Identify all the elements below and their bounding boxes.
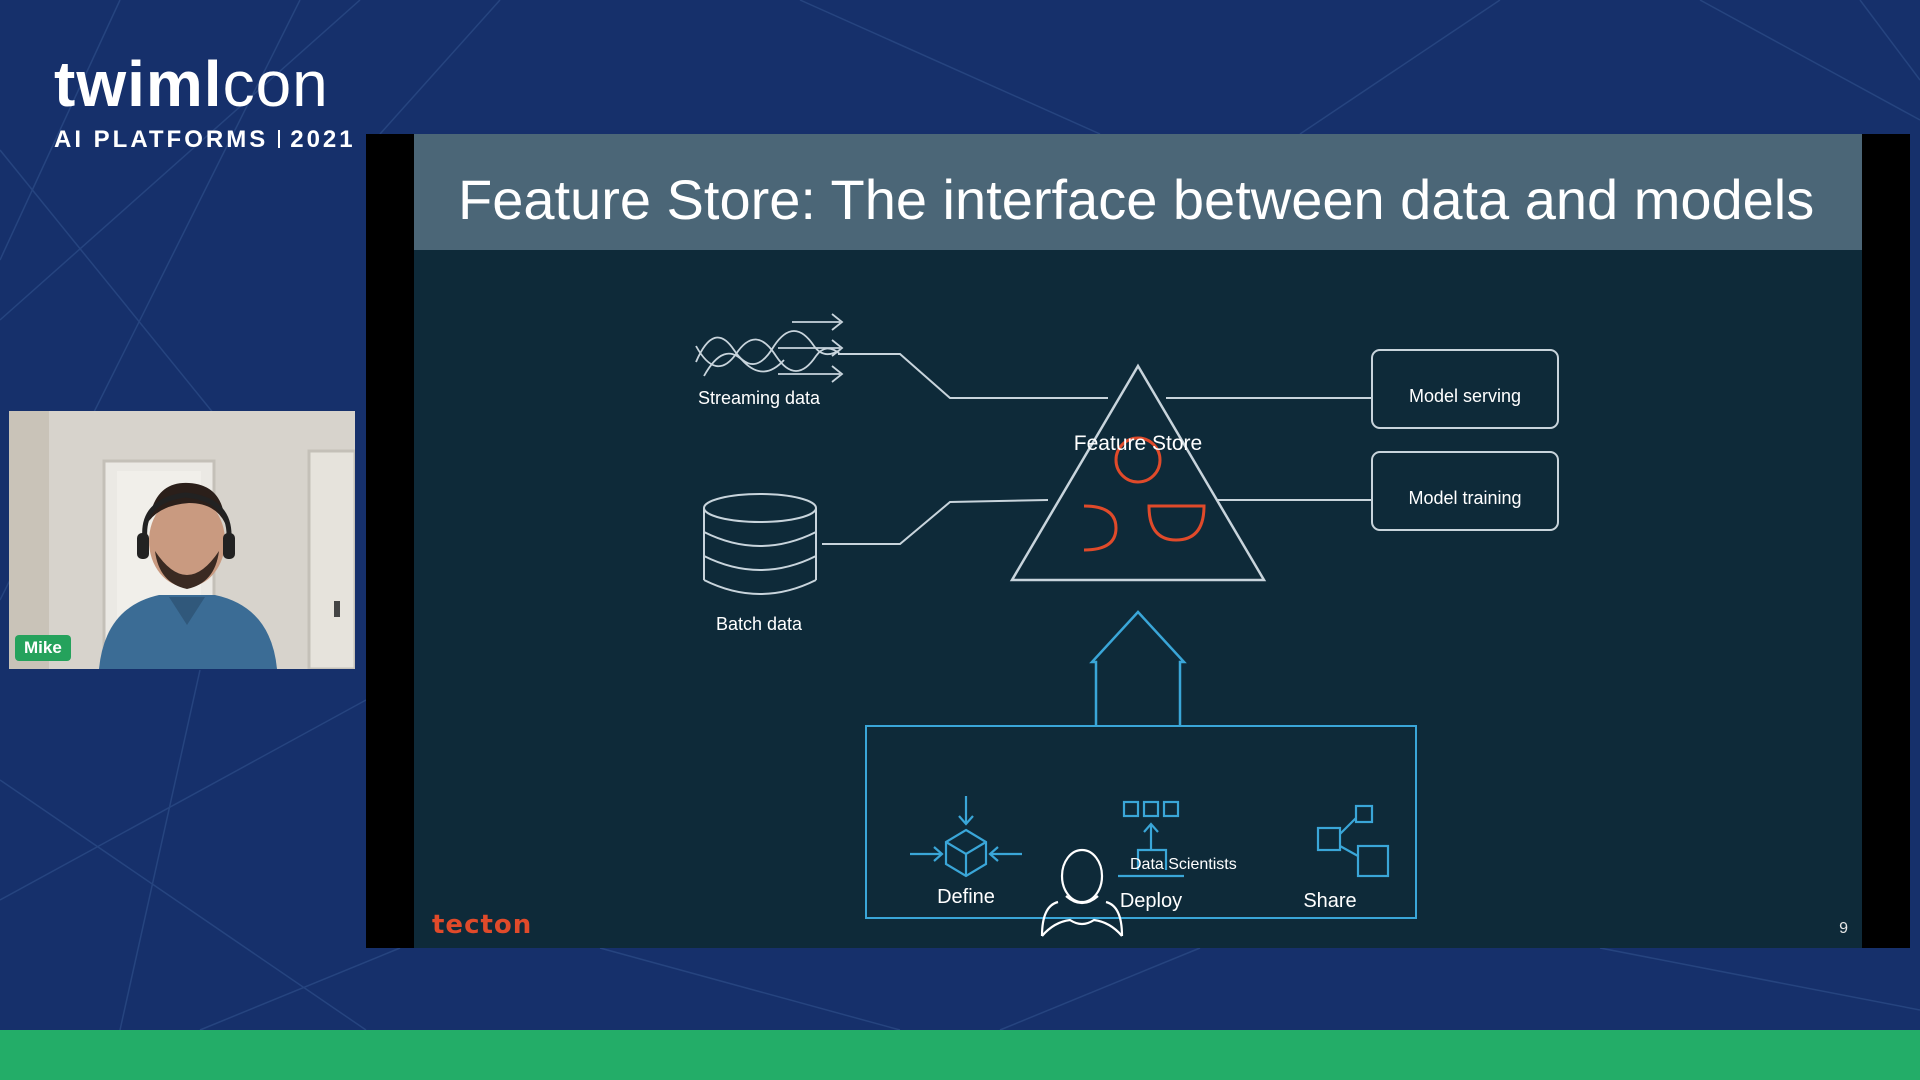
model-serving-box bbox=[1371, 349, 1559, 429]
speaker-webcam: Mike bbox=[9, 411, 355, 669]
streaming-connector bbox=[838, 353, 1108, 399]
upward-arrow-icon bbox=[1089, 610, 1187, 726]
model-training-label: Model training bbox=[1408, 488, 1522, 508]
model-training-box bbox=[1371, 451, 1559, 531]
workflow-box bbox=[865, 725, 1417, 919]
database-cylinder-icon bbox=[703, 493, 817, 595]
feature-store-label: Feature Store bbox=[1073, 432, 1203, 455]
webcam-video-frame bbox=[9, 411, 355, 669]
model-serving-label: Model serving bbox=[1408, 386, 1522, 406]
cube-define-icon bbox=[910, 796, 1022, 878]
deploy-label: Deploy bbox=[1119, 890, 1183, 912]
deploy-icon bbox=[1118, 800, 1184, 878]
streaming-data-label: Streaming data bbox=[697, 388, 821, 408]
slide-page-number: 9 bbox=[1839, 920, 1848, 937]
logo-separator bbox=[278, 130, 281, 148]
tecton-brand-logo: tecton bbox=[432, 910, 533, 940]
logo-subtitle-right: 2021 bbox=[290, 126, 356, 153]
participant-name-badge: Mike bbox=[15, 635, 71, 661]
bottom-accent-bar bbox=[0, 1030, 1920, 1080]
logo-wordmark-part1: twiml bbox=[54, 48, 223, 120]
logo-subtitle-left: AI PLATFORMS bbox=[54, 126, 269, 153]
slide-frame: Feature Store: The interface between dat… bbox=[366, 134, 1910, 948]
event-logo: twimlcon AI PLATFORMS 2021 bbox=[54, 52, 356, 154]
logo-subtitle: AI PLATFORMS 2021 bbox=[54, 126, 356, 154]
batch-data-label: Batch data bbox=[715, 614, 803, 634]
share-label: Share bbox=[1303, 890, 1357, 912]
data-scientists-label: Data Scientists bbox=[1130, 856, 1237, 873]
streaming-waves-icon bbox=[695, 313, 844, 383]
feature-store-diagram bbox=[695, 313, 1559, 937]
define-label: Define bbox=[937, 886, 995, 908]
person-icon bbox=[1040, 848, 1124, 937]
presentation-slide: Feature Store: The interface between dat… bbox=[414, 134, 1862, 948]
share-nodes-icon bbox=[1316, 804, 1390, 878]
logo-wordmark-part2: con bbox=[222, 48, 329, 120]
batch-connector bbox=[822, 499, 1049, 545]
feature-store-triangle bbox=[1009, 363, 1267, 582]
logo-wordmark: twimlcon bbox=[54, 52, 356, 116]
slide-title: Feature Store: The interface between dat… bbox=[458, 168, 1815, 231]
slide-header: Feature Store: The interface between dat… bbox=[414, 134, 1862, 250]
feature-store-shapes-icon bbox=[1083, 436, 1206, 552]
